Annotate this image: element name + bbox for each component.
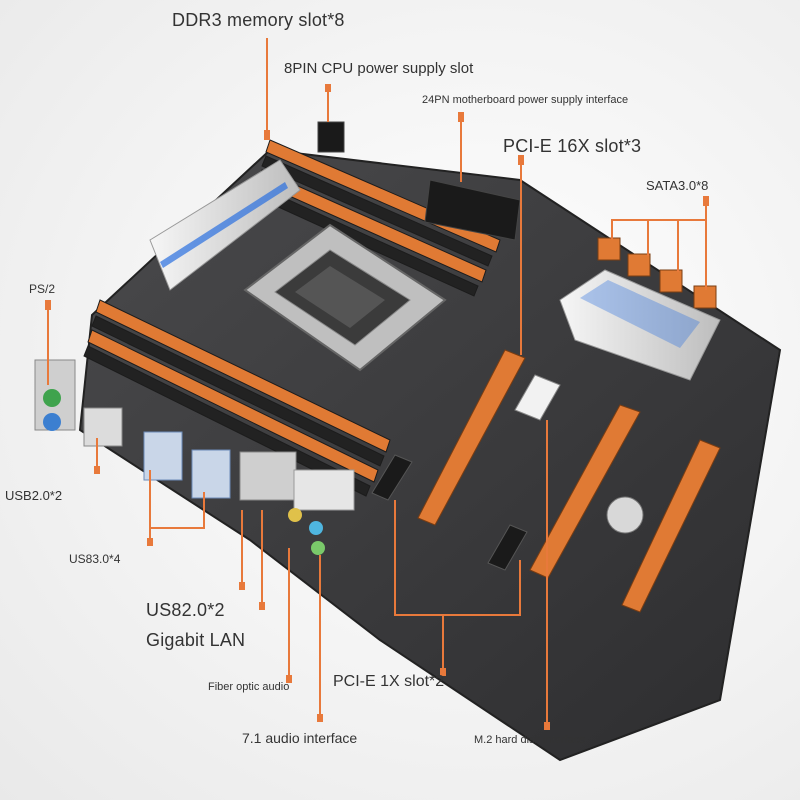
cmos-battery — [606, 496, 644, 534]
label-cpu-power-slot: 8PIN CPU power supply slot — [284, 60, 474, 77]
label-fiber-optic-audio: Fiber optic audio — [208, 681, 290, 693]
chipset-heatsink — [559, 269, 721, 381]
cpu-socket — [243, 223, 447, 372]
leader-lines — [47, 38, 707, 725]
label-usb20-lan: US82.0*2 — [146, 600, 225, 620]
label-usb30: US83.0*4 — [69, 552, 121, 566]
atx-power-connector — [424, 179, 521, 241]
sata-connectors — [597, 237, 717, 309]
pcie1-slots — [371, 454, 528, 571]
cpu-power-connector — [317, 121, 345, 153]
ddr3-slots-lower — [83, 299, 391, 497]
label-sata: SATA3.0*8 — [646, 178, 709, 193]
label-pcie1-slot: PCI-E 1X slot*2 — [333, 673, 445, 690]
io-panel — [34, 359, 355, 555]
label-ddr3-memory-slot: DDR3 memory slot*8 — [172, 10, 345, 30]
label-gigabit-lan: Gigabit LAN — [146, 630, 246, 650]
leader-markers — [45, 84, 709, 730]
label-m2-interface: M.2 hard disk interface — [474, 734, 586, 746]
pcie16-slots — [417, 349, 721, 613]
label-pcie16-slot: PCI-E 16X slot*3 — [503, 136, 642, 156]
label-atx-power-interface: 24PN motherboard power supply interface — [422, 94, 629, 106]
label-ps2: PS/2 — [29, 282, 56, 296]
m2-slot — [514, 374, 561, 421]
label-71-audio-interface: 7.1 audio interface — [242, 730, 358, 746]
label-usb20: USB2.0*2 — [5, 488, 63, 503]
